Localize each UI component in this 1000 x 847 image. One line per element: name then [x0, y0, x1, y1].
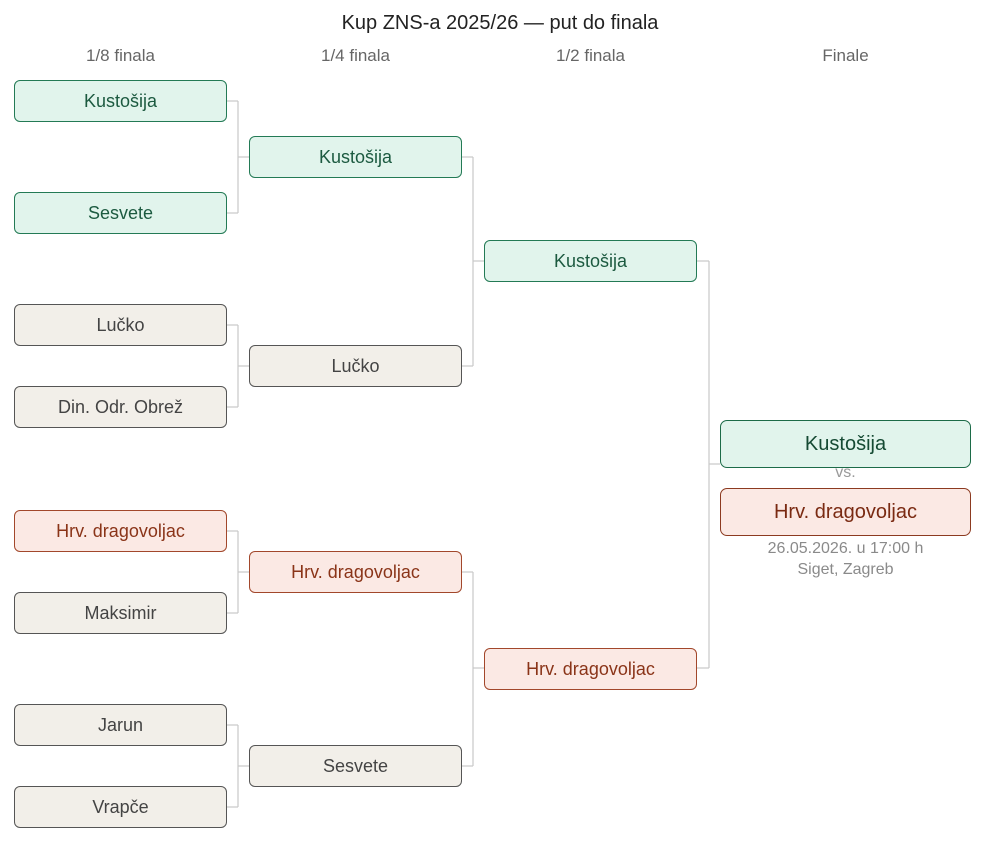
round-header-qf: 1/4 finala	[321, 46, 390, 65]
qf-team-sesvete[interactable]: Sesvete	[249, 745, 462, 787]
r16-match2-team-lucko[interactable]: Lučko	[14, 304, 227, 346]
final-team-home[interactable]: Kustošija	[720, 420, 971, 468]
round-header-sf: 1/2 finala	[556, 46, 625, 65]
final-datetime: 26.05.2026. u 17:00 h	[767, 540, 924, 557]
final-venue: Siget, Zagreb	[797, 561, 894, 578]
final-team-away[interactable]: Hrv. dragovoljac	[720, 488, 971, 536]
qf-team-kustosija[interactable]: Kustošija	[249, 136, 462, 178]
sf-team-dragovoljac[interactable]: Hrv. dragovoljac	[484, 648, 697, 690]
round-header-final: Finale	[822, 46, 869, 65]
final-vs-label: vs.	[835, 464, 856, 481]
sf-team-kustosija[interactable]: Kustošija	[484, 240, 697, 282]
qf-team-dragovoljac[interactable]: Hrv. dragovoljac	[249, 551, 462, 593]
bracket-title: Kup ZNS-a 2025/26 — put do finala	[341, 12, 659, 34]
r16-match3-team-dragovoljac[interactable]: Hrv. dragovoljac	[14, 510, 227, 552]
round-header-r16: 1/8 finala	[86, 46, 155, 65]
r16-match4-team-jarun[interactable]: Jarun	[14, 704, 227, 746]
r16-match1-team-sesvete[interactable]: Sesvete	[14, 192, 227, 234]
r16-match4-team-vrapce[interactable]: Vrapče	[14, 786, 227, 828]
r16-match3-team-maksimir[interactable]: Maksimir	[14, 592, 227, 634]
qf-team-lucko[interactable]: Lučko	[249, 345, 462, 387]
r16-match1-team-kustosija[interactable]: Kustošija	[14, 80, 227, 122]
r16-match2-team-obrez[interactable]: Din. Odr. Obrež	[14, 386, 227, 428]
